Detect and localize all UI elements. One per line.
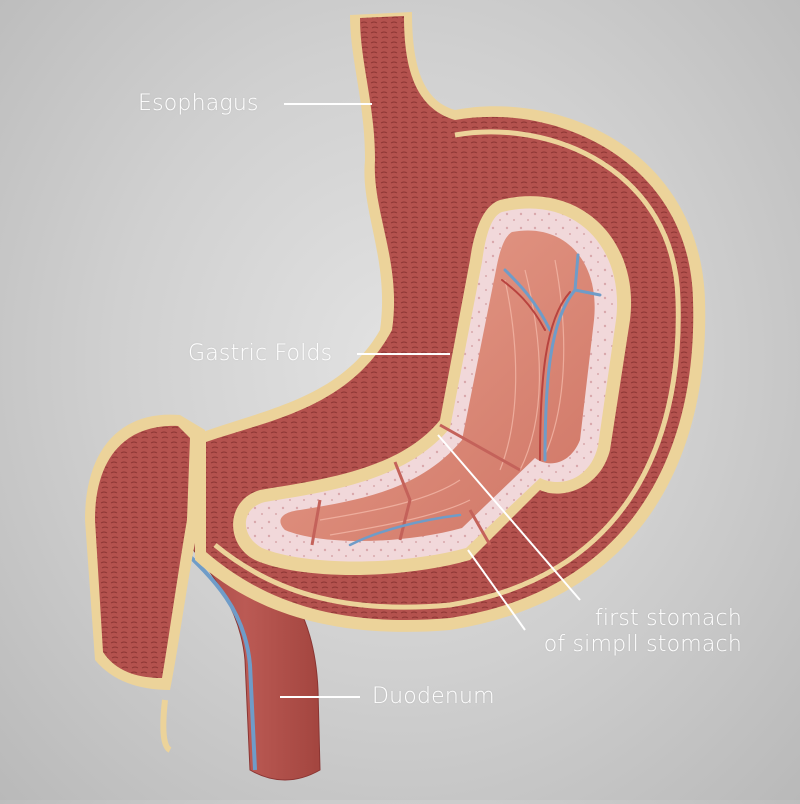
first-stomach-leader-2 [467,549,526,631]
gastric-cavity [233,196,632,575]
label-first-stomach-line1: first stomach [594,606,742,631]
first-stomach-leader-1 [437,434,581,601]
blood-vessels [348,253,602,547]
label-first-stomach: first stomach of simpll stomach [544,606,742,658]
pylorus [85,414,205,690]
leader-lines [280,103,581,698]
label-gastric-folds: Gastric Folds [188,341,333,366]
label-first-stomach-line2: of simpll stomach [543,632,742,657]
label-esophagus: Esophagus [138,91,259,116]
label-duodenum: Duodenum [372,684,495,709]
